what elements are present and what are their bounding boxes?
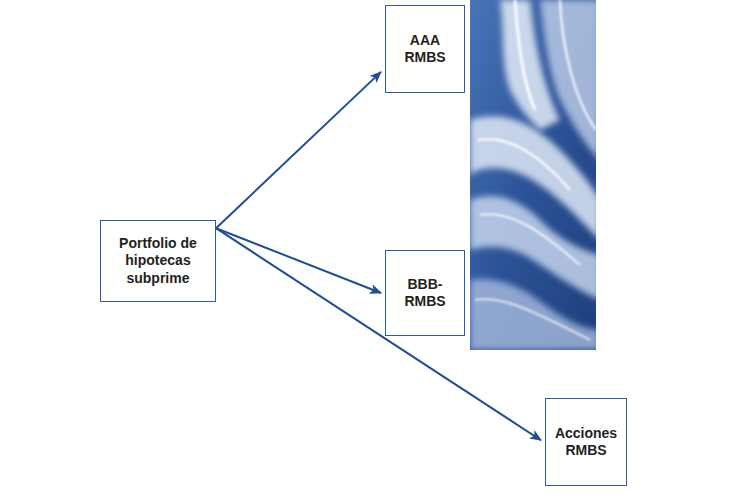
node-label: BBB- RMBS [404, 276, 445, 311]
node-label: AAA RMBS [404, 32, 445, 67]
arrow-connector [216, 72, 381, 228]
node-label: Acciones RMBS [555, 425, 617, 460]
node-label: Portfolio de hipotecas subprime [108, 235, 208, 288]
water-streaks [470, 0, 596, 350]
tranche-box: BBB- RMBS [385, 250, 465, 336]
arrow-connector [216, 228, 541, 440]
portfolio-box: Portfolio de hipotecas subprime [100, 220, 216, 302]
arrow-connector [216, 228, 381, 293]
tranche-box: AAA RMBS [385, 5, 465, 93]
equity-box: Acciones RMBS [545, 398, 627, 486]
